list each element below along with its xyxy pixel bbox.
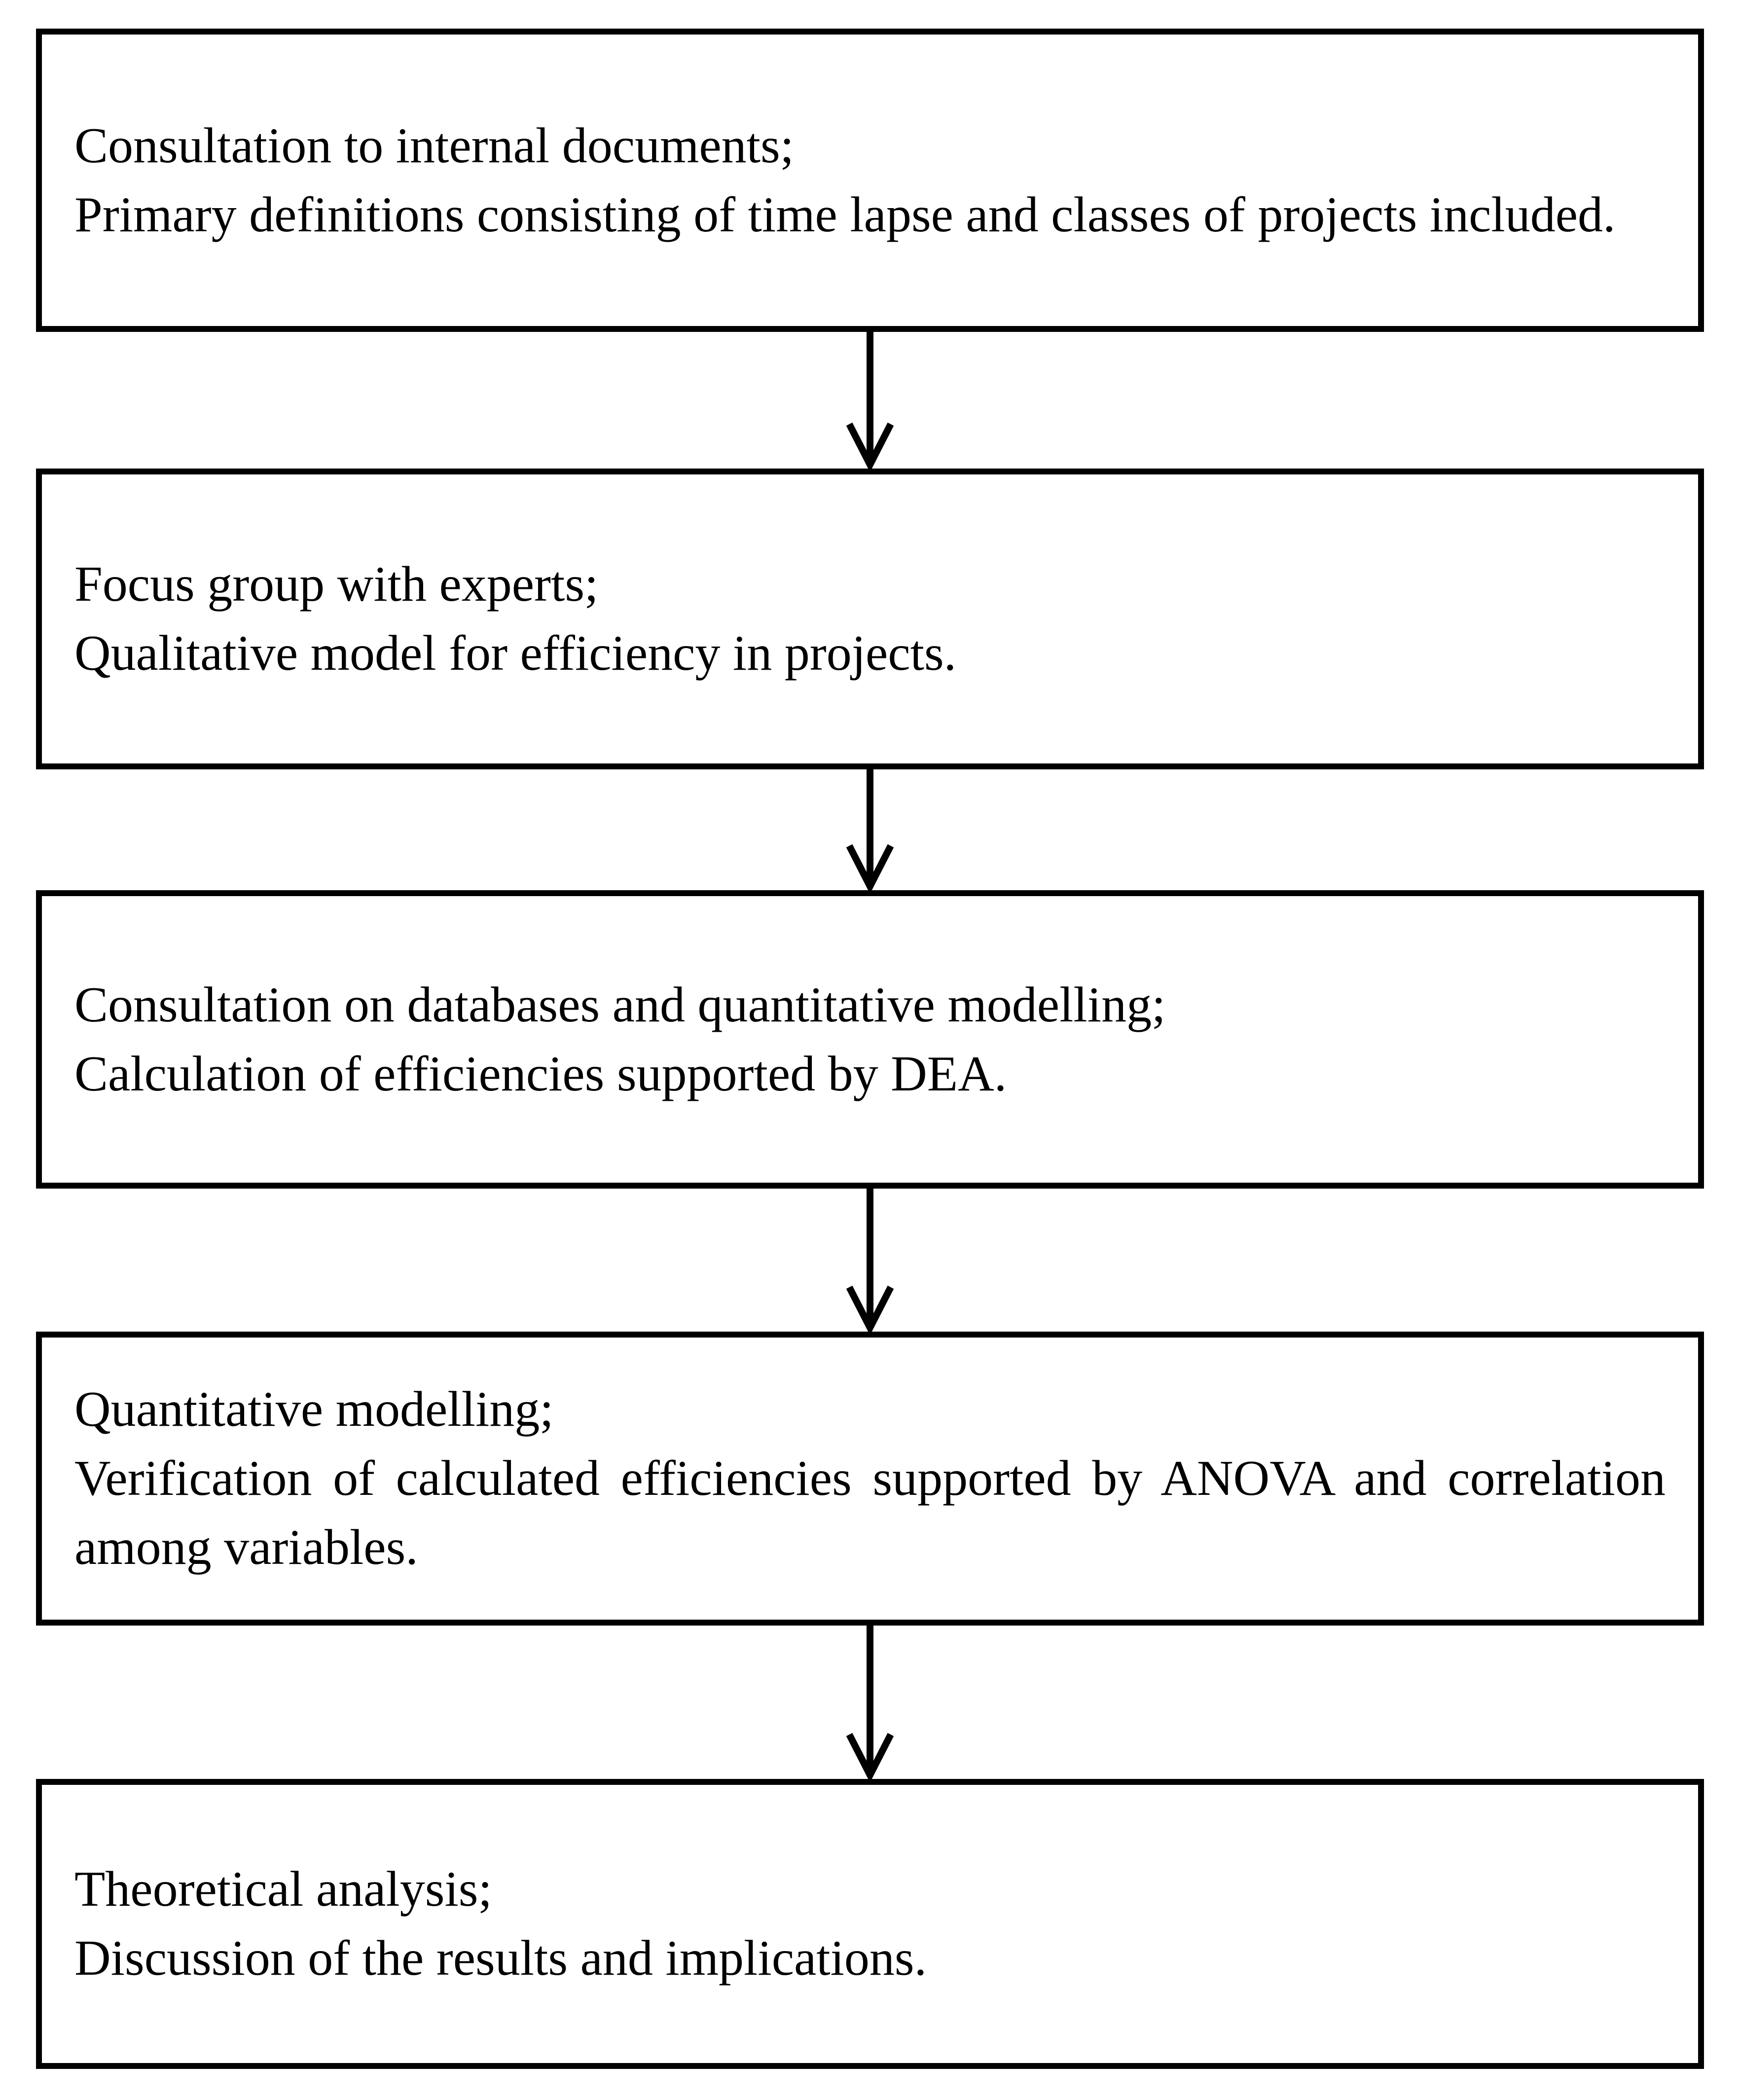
step-4-sentence-2: Verification of calculated efficiencies …	[74, 1450, 1666, 1575]
step-1-sentence-2: Primary definitions consisting of time l…	[74, 186, 1616, 243]
flow-step-3: Consultation on databases and quantitati…	[36, 890, 1704, 1189]
step-2-sentence-1: Focus group with experts;	[74, 556, 599, 612]
flow-step-1: Consultation to internal documents; Prim…	[36, 29, 1704, 332]
step-5-sentence-2: Discussion of the results and implicatio…	[74, 1930, 927, 1986]
down-arrow-icon	[846, 769, 894, 890]
step-5-sentence-1: Theoretical analysis;	[74, 1861, 492, 1917]
down-arrow-icon	[846, 1626, 894, 1779]
step-3-sentence-1: Consultation on databases and quantitati…	[74, 977, 1166, 1033]
down-arrow-icon	[846, 332, 894, 469]
step-4-sentence-1: Quantitative modelling;	[74, 1381, 554, 1437]
step-3-sentence-2: Calculation of efficiencies supported by…	[74, 1046, 1007, 1102]
flow-step-5: Theoretical analysis; Discussion of the …	[36, 1779, 1704, 2069]
flow-step-2: Focus group with experts; Qualitative mo…	[36, 469, 1704, 769]
step-1-sentence-1: Consultation to internal documents;	[74, 117, 794, 174]
down-arrow-icon	[846, 1189, 894, 1332]
step-2-sentence-2: Qualitative model for efficiency in proj…	[74, 625, 957, 681]
flow-step-4: Quantitative modelling; Verification of …	[36, 1332, 1704, 1626]
